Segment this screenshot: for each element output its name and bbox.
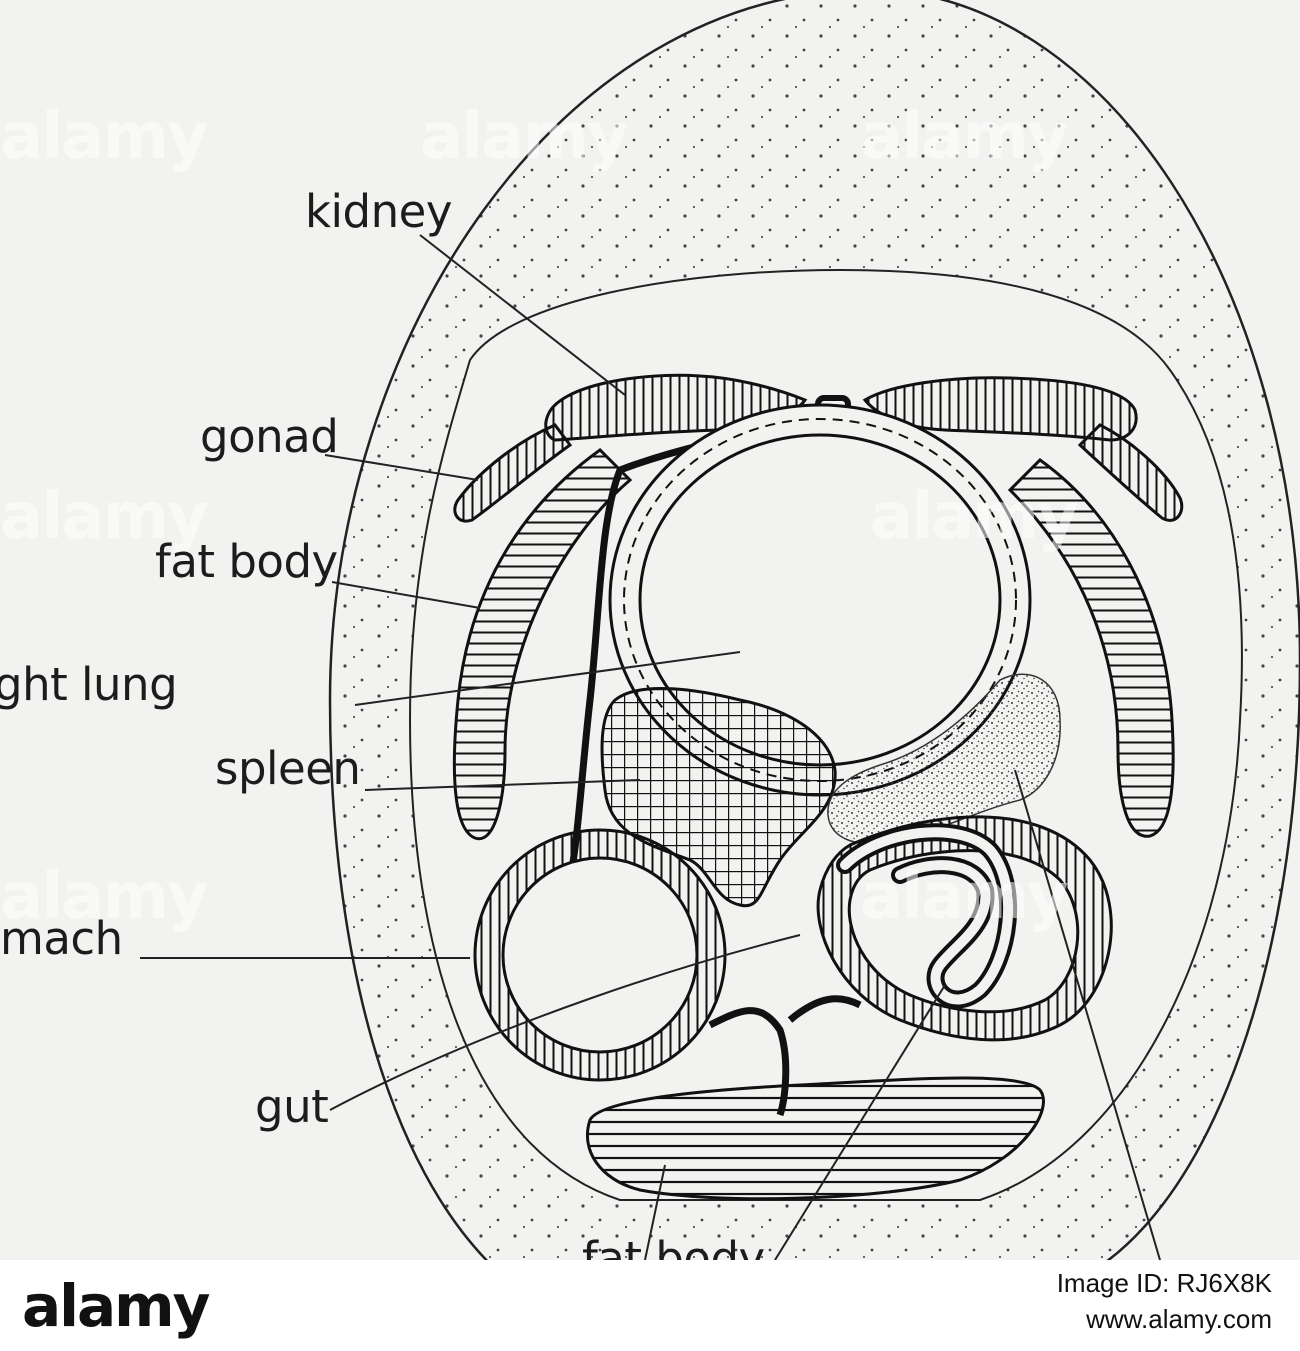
spleen-label: spleen [215,742,361,795]
site-url: www.alamy.com [1086,1304,1272,1334]
watermark-3: alamy [860,100,1069,174]
stomach-lumen [501,856,699,1054]
watermark-1: alamy [0,100,209,174]
spleen [600,686,837,908]
right-fat-body [1007,458,1175,838]
ventral-fat-body [585,1076,1045,1201]
gut-label: gut [255,1080,329,1133]
diagram-area: alamy alamy alamy alamy alamy alamy alam… [0,0,1300,1260]
watermark-4: alamy [0,480,209,554]
stock-footer: alamy Image ID: RJ6X8K www.alamy.com [0,1260,1300,1351]
gonad-leader [324,454,479,481]
watermark-7: alamy [860,860,1069,934]
fat-body-leader [331,581,481,609]
watermark-5: alamy [870,480,1079,554]
watermark-2: alamy [420,100,629,174]
right-lung-label: right lung [0,658,178,711]
right-kidney [862,376,1138,442]
leader-lines [140,234,1161,1260]
right-gonad [1077,423,1184,522]
gonad-label: gonad [200,410,339,463]
left-gonad [453,423,573,523]
stomach-label: mach [0,912,123,965]
ventral-fat-body-leader [644,1164,666,1260]
spleen-leader [364,779,641,791]
alamy-logo: alamy [22,1272,210,1340]
left-fat-body [452,448,633,841]
ventral-fat-body-label: fat body [582,1232,765,1260]
gut-leader [329,934,801,1111]
kidney-label: kidney [305,185,452,238]
body-cross-section-diagram [140,0,1300,1260]
intestine-coil-inner [840,827,1014,1005]
intestine-leader [774,984,946,1260]
fat-body-label: fat body [155,535,338,588]
kidney-leader [419,234,626,396]
watermark-6: alamy [0,860,209,934]
image-id: Image ID: RJ6X8K [1056,1268,1272,1298]
pancreas-leader [1014,769,1161,1260]
right-lung-leader [354,651,741,706]
